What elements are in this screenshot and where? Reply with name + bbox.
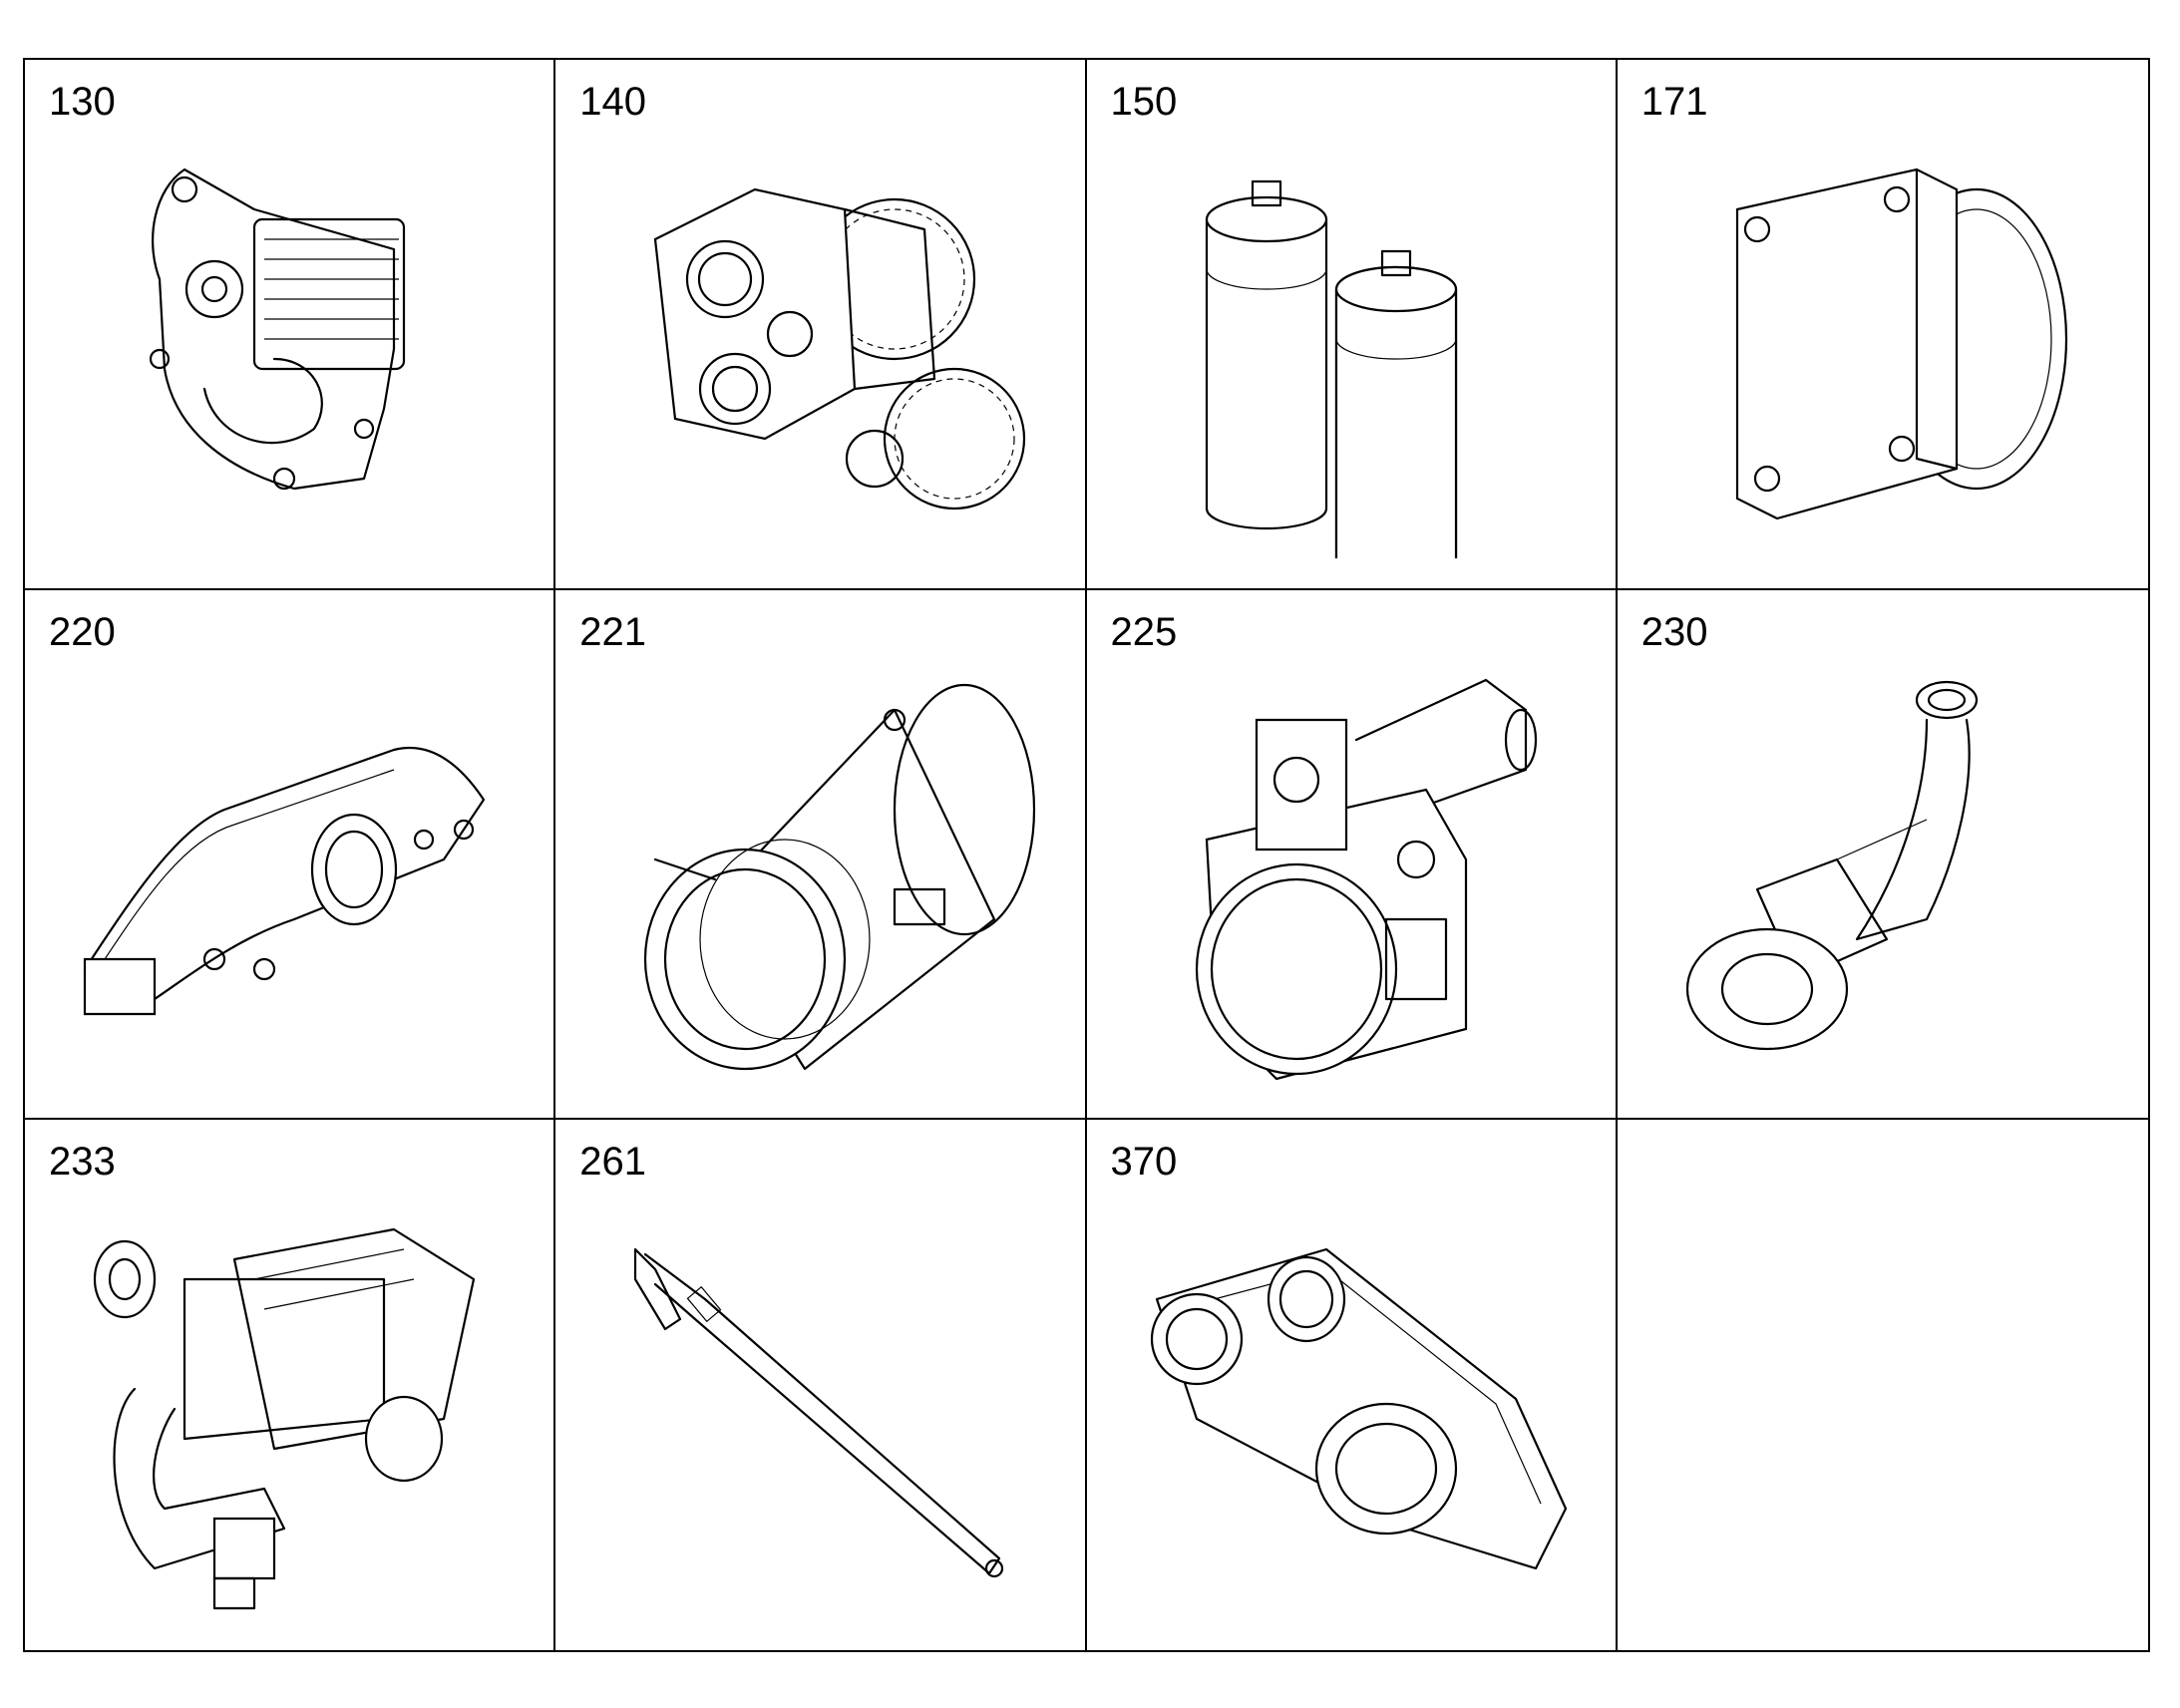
part-number: 233 bbox=[49, 1140, 116, 1185]
housing-cover-icon bbox=[1127, 1190, 1578, 1618]
part-number: 171 bbox=[1640, 80, 1708, 124]
manifold-icon bbox=[65, 660, 516, 1089]
part-number: 220 bbox=[49, 609, 116, 654]
part-cell-225[interactable]: 225 bbox=[1086, 589, 1618, 1121]
empty-cell bbox=[1618, 1120, 2148, 1650]
part-number: 230 bbox=[1640, 609, 1708, 654]
parts-grid: 130 140 150 bbox=[23, 58, 2150, 1652]
part-cell-140[interactable]: 140 bbox=[555, 60, 1087, 590]
part-cell-150[interactable]: 150 bbox=[1086, 60, 1618, 590]
part-number: 130 bbox=[49, 80, 116, 124]
part-cell-230[interactable]: 230 bbox=[1617, 590, 2148, 1121]
part-number: 221 bbox=[579, 609, 646, 654]
gear-drive-icon bbox=[595, 130, 1046, 558]
part-cell-370[interactable]: 370 bbox=[1087, 1120, 1618, 1650]
part-number: 225 bbox=[1110, 609, 1178, 654]
pipe-assembly-icon bbox=[65, 1190, 516, 1618]
elbow-pipe-icon bbox=[1657, 660, 2108, 1089]
part-cell-233[interactable]: 233 bbox=[25, 1120, 556, 1650]
part-cell-130[interactable]: 130 bbox=[25, 60, 556, 590]
part-number: 140 bbox=[579, 80, 646, 124]
part-cell-171[interactable]: 171 bbox=[1617, 60, 2148, 590]
coupling-housing-icon bbox=[595, 660, 1046, 1089]
part-cell-220[interactable]: 220 bbox=[25, 589, 556, 1121]
oil-filters-icon bbox=[1127, 130, 1578, 558]
part-cell-221[interactable]: 221 bbox=[555, 589, 1087, 1121]
rod-icon bbox=[595, 1190, 1046, 1618]
cooler-cover-icon bbox=[1657, 130, 2108, 558]
part-number: 370 bbox=[1110, 1140, 1178, 1185]
part-number: 261 bbox=[579, 1140, 646, 1185]
part-number: 150 bbox=[1110, 80, 1178, 124]
valve-housing-icon bbox=[1127, 660, 1578, 1089]
part-cell-261[interactable]: 261 bbox=[555, 1120, 1087, 1650]
pump-assembly-icon bbox=[65, 130, 516, 558]
